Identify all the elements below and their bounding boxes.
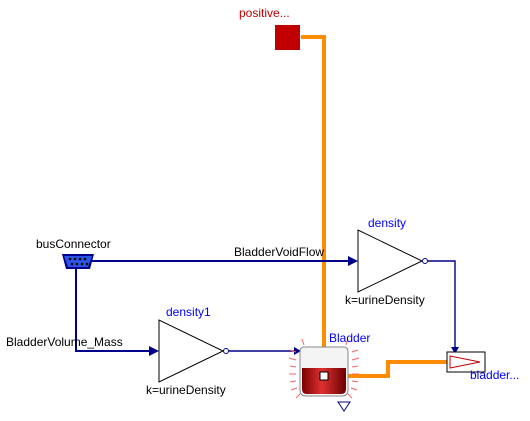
positive-block[interactable] (275, 25, 300, 50)
density-param-label: k=urineDensity (345, 293, 425, 307)
flow-connection-bladder-output[interactable] (324, 360, 447, 378)
flow-connection-positive-bladder[interactable] (301, 35, 326, 376)
positive-label: positive... (239, 6, 290, 20)
bladder-output-name-label: bladder... (470, 368, 520, 382)
signal-density-to-bladder-output[interactable] (428, 260, 456, 349)
arrow-head-density-input (348, 256, 358, 266)
density1-param-label: k=urineDensity (146, 383, 226, 397)
bladder-name-label: Bladder (329, 331, 371, 345)
bus-connector-label: busConnector (36, 237, 111, 251)
bladder-output-component[interactable] (446, 351, 486, 373)
density-name-label: density (368, 216, 407, 230)
density1-gain-block[interactable] (158, 319, 229, 383)
bladder-volume-mass-label: BladderVolume_Mass (6, 335, 123, 349)
arrow-head-bladder-input (294, 347, 301, 355)
arrow-head-density1-input (149, 346, 159, 356)
bladder-output-port[interactable] (337, 401, 351, 412)
bladder-flow-port[interactable] (319, 371, 329, 381)
arrow-head-bladder-output-input (451, 347, 459, 354)
bus-connector[interactable] (62, 254, 94, 269)
density-gain-block[interactable] (357, 229, 428, 293)
bladder-component[interactable] (288, 338, 360, 412)
signal-bladder-volume-mass[interactable] (75, 266, 152, 352)
bladder-highlight-glow (288, 338, 360, 399)
bladder-void-flow-label: BladderVoidFlow (234, 245, 325, 259)
density1-name-label: density1 (166, 305, 211, 319)
